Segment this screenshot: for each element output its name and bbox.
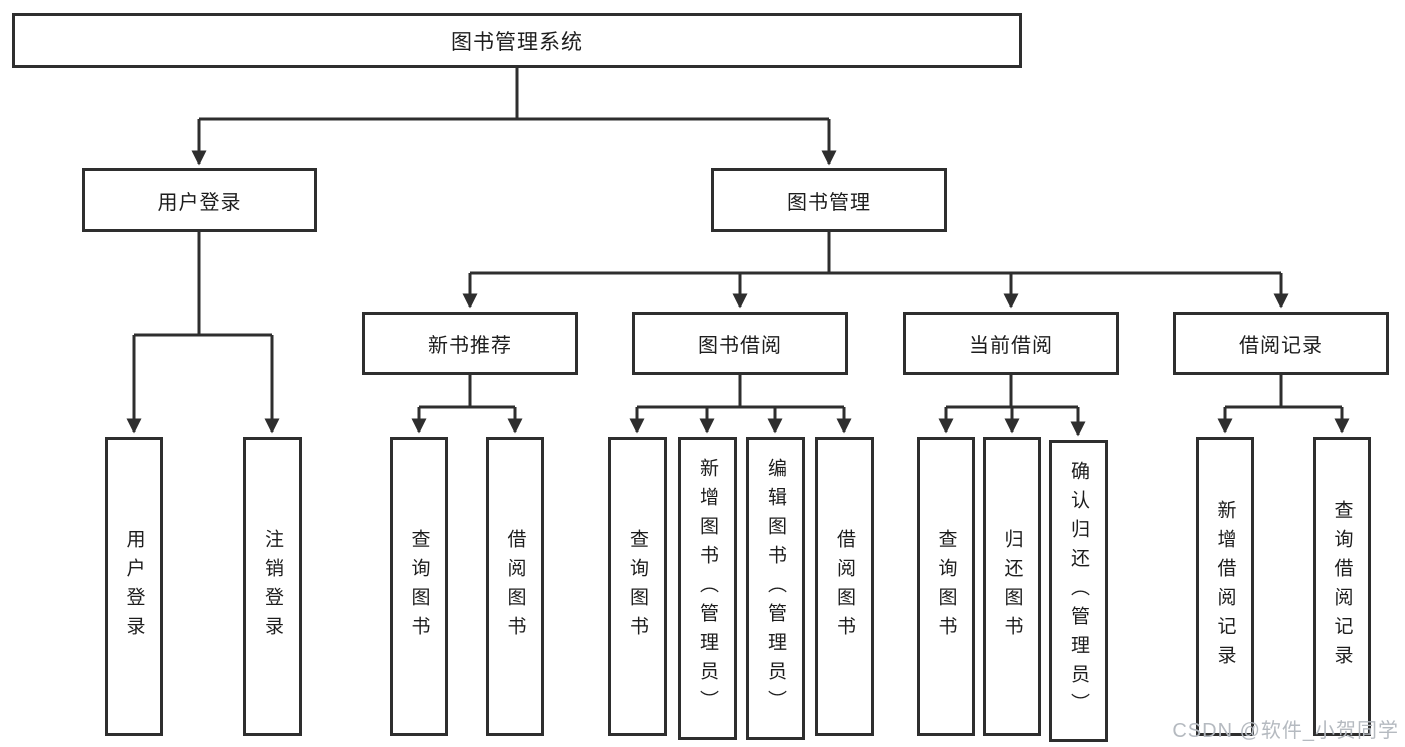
node-label: 确认归还（管理员）	[1068, 460, 1089, 722]
node-label: 新增图书（管理员）	[697, 458, 718, 719]
leaf-user-login: 用户登录	[105, 437, 163, 736]
node-label: 查询图书	[408, 528, 430, 645]
node-label: 借阅图书	[504, 528, 526, 645]
node-label: 图书管理	[787, 191, 871, 214]
node-label: 查询借阅记录	[1331, 499, 1353, 674]
connectors-current-borrowing	[938, 375, 1086, 437]
node-library-system: 图书管理系统	[12, 13, 1022, 68]
connectors-book-management	[462, 232, 1289, 309]
leaf-query-books-1: 查询图书	[390, 437, 448, 736]
node-book-borrowing: 图书借阅	[632, 312, 848, 375]
node-label: 编辑图书（管理员）	[765, 458, 786, 719]
node-book-management: 图书管理	[711, 168, 947, 232]
leaf-return-books: 归还图书	[983, 437, 1041, 736]
connectors-book-borrowing	[629, 375, 852, 434]
node-label: 归还图书	[1001, 528, 1023, 645]
node-label: 借阅图书	[834, 528, 855, 645]
node-label: 新增借阅记录	[1214, 499, 1236, 674]
leaf-add-book-admin: 新增图书（管理员）	[678, 437, 737, 740]
node-user-login: 用户登录	[82, 168, 317, 232]
node-label: 图书管理系统	[451, 30, 583, 54]
node-label: 新书推荐	[428, 335, 512, 357]
node-label: 查询图书	[627, 528, 648, 645]
connectors-borrowing-records	[1217, 375, 1350, 434]
node-label: 图书借阅	[698, 335, 782, 357]
watermark-text: CSDN @软件_小贺同学	[1172, 720, 1399, 742]
leaf-query-books-3: 查询图书	[917, 437, 975, 736]
node-current-borrowing: 当前借阅	[903, 312, 1119, 375]
leaf-confirm-return-admin: 确认归还（管理员）	[1049, 440, 1108, 742]
connectors-new-book-recommend	[411, 375, 523, 434]
connectors-user-login	[126, 232, 280, 434]
leaf-borrow-books-2: 借阅图书	[815, 437, 874, 736]
leaf-query-books-2: 查询图书	[608, 437, 667, 736]
leaf-borrow-books-1: 借阅图书	[486, 437, 544, 736]
node-borrowing-records: 借阅记录	[1173, 312, 1389, 375]
leaf-edit-book-admin: 编辑图书（管理员）	[746, 437, 805, 740]
node-label: 借阅记录	[1239, 335, 1323, 357]
node-label: 用户登录	[123, 528, 145, 645]
node-label: 用户登录	[157, 191, 242, 214]
node-label: 查询图书	[935, 528, 957, 645]
leaf-query-borrow-record: 查询借阅记录	[1313, 437, 1371, 736]
leaf-add-borrow-record: 新增借阅记录	[1196, 437, 1254, 736]
node-new-book-recommend: 新书推荐	[362, 312, 578, 375]
node-label: 当前借阅	[969, 335, 1053, 357]
leaf-logout-login: 注销登录	[243, 437, 302, 736]
connectors-root	[191, 68, 837, 166]
node-label: 注销登录	[262, 528, 283, 645]
